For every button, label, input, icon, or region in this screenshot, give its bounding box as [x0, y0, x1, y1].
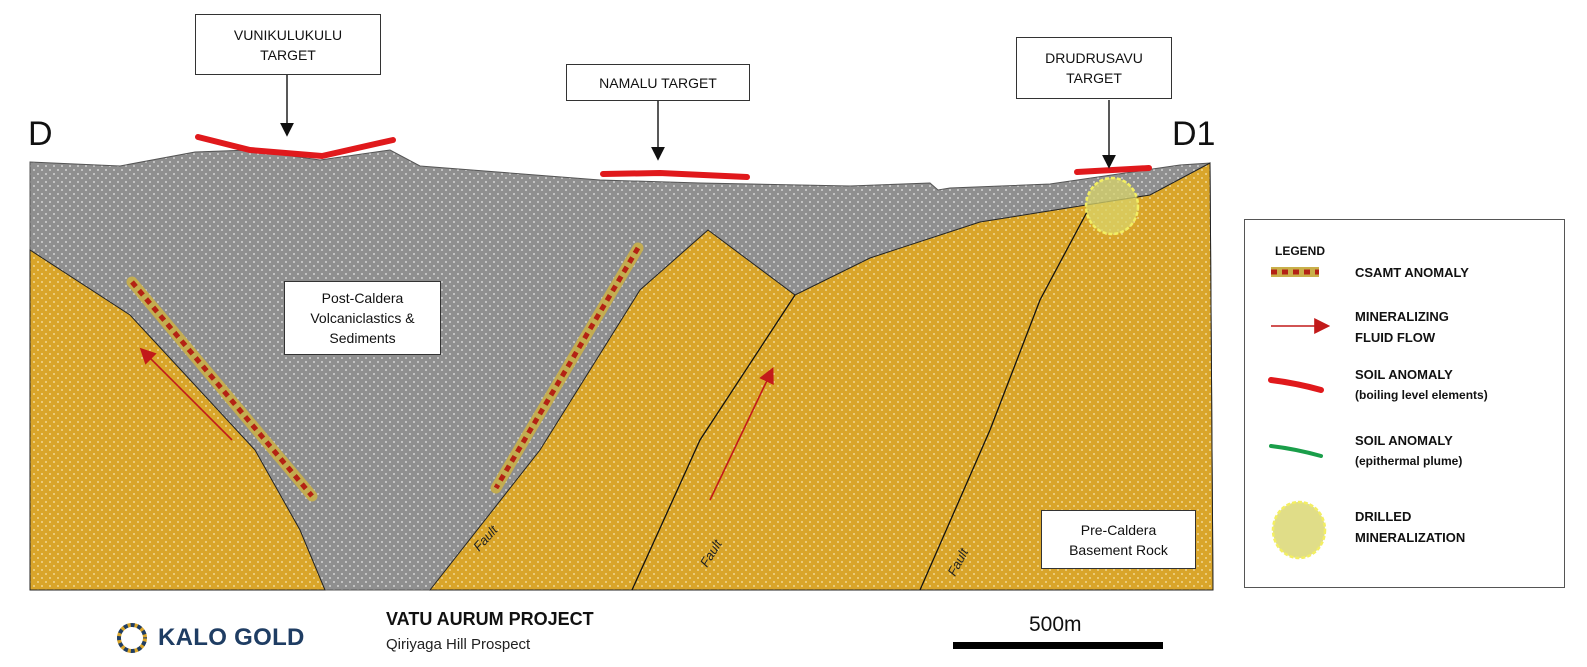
legend-label-soil-epithermal-line2: (epithermal plume)	[1355, 454, 1463, 468]
legend-label-soil-boiling: SOIL ANOMALY (boiling level elements)	[1355, 364, 1488, 406]
csamt-anomaly-middle	[490, 242, 644, 494]
legend-label-fluid-flow-line2: FLUID FLOW	[1355, 330, 1436, 345]
legend-label-soil-boiling-line1: SOIL ANOMALY	[1355, 367, 1453, 382]
legend-item-drilled: DRILLED MINERALIZATION	[1245, 500, 1565, 560]
kalo-gold-logo-icon	[117, 623, 147, 653]
legend-label-drilled-line1: DRILLED	[1355, 509, 1412, 524]
fluid-flow-arrow-right	[709, 367, 774, 501]
section-end-label-left: D	[28, 115, 53, 153]
company-name: KALO GOLD	[158, 624, 305, 651]
legend-label-soil-epithermal-line1: SOIL ANOMALY	[1355, 433, 1453, 448]
project-title: VATU AURUM PROJECT	[386, 609, 594, 629]
fluid-flow-arrow-icon	[1271, 318, 1331, 334]
company-logo: KALO GOLD	[114, 618, 305, 658]
legend-item-soil-epithermal: SOIL ANOMALY (epithermal plume)	[1245, 432, 1565, 476]
unit-label-pre-caldera: Pre-Caldera Basement Rock	[1041, 510, 1196, 569]
unit-label-post-caldera: Post-Caldera Volcaniclastics & Sediments	[284, 281, 441, 355]
legend-item-fluid-flow: MINERALIZING FLUID FLOW	[1245, 308, 1565, 352]
fault-line-1	[631, 294, 796, 591]
soil-anomaly-drudrusavu	[1074, 165, 1152, 175]
fluid-flow-arrow-left	[139, 347, 233, 441]
basement-right	[428, 162, 1214, 591]
project-subtitle: Qiriyaga Hill Prospect	[386, 636, 531, 653]
legend-label-soil-epithermal: SOIL ANOMALY (epithermal plume)	[1355, 430, 1462, 472]
target-box-namalu: NAMALU TARGET	[566, 64, 750, 101]
section-end-label-right: D1	[1172, 115, 1216, 153]
legend: LEGEND CSAMT ANOMALY MINERALIZING FLUID …	[1244, 219, 1565, 588]
legend-label-drilled: DRILLED MINERALIZATION	[1355, 506, 1465, 548]
target-box-drudrusavu: DRUDRUSAVU TARGET	[1016, 37, 1172, 99]
legend-label-fluid-flow: MINERALIZING FLUID FLOW	[1355, 306, 1449, 348]
scale-bar	[953, 642, 1163, 649]
legend-label-fluid-flow-line1: MINERALIZING	[1355, 309, 1449, 324]
target-box-vunikulukulu: VUNIKULUKULU TARGET	[195, 14, 381, 75]
soil-anomaly-namalu	[600, 169, 750, 180]
soil-anomaly-green-icon	[1269, 444, 1323, 458]
legend-title: LEGEND	[1275, 244, 1326, 258]
drilled-mineralization-icon	[1271, 500, 1327, 560]
csamt-anomaly-left	[126, 276, 318, 502]
soil-anomaly-vunikulukulu	[195, 134, 396, 160]
soil-anomaly-red-icon	[1268, 377, 1324, 393]
csamt-swatch-icon	[1271, 267, 1319, 277]
drilled-mineralization	[1084, 176, 1140, 236]
scale-bar-label: 500m	[1029, 613, 1082, 636]
legend-label-csamt: CSAMT ANOMALY	[1355, 265, 1469, 280]
legend-label-soil-boiling-line2: (boiling level elements)	[1355, 388, 1488, 402]
legend-label-drilled-line2: MINERALIZATION	[1355, 530, 1466, 545]
legend-item-csamt: CSAMT ANOMALY	[1245, 260, 1565, 284]
legend-item-soil-boiling: SOIL ANOMALY (boiling level elements)	[1245, 366, 1565, 410]
basement-left	[29, 249, 326, 591]
fault-line-2	[919, 209, 1089, 591]
